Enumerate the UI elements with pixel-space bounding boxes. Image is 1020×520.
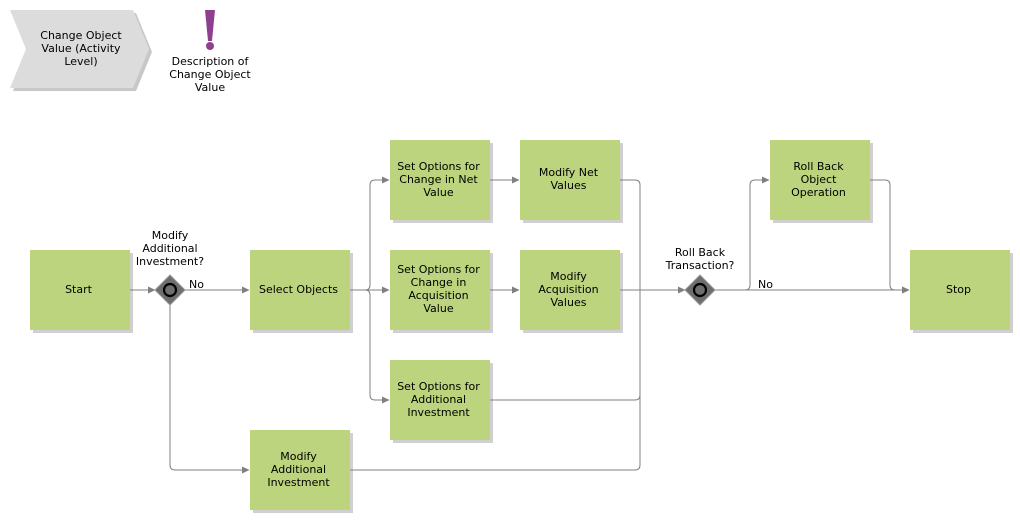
select-objects-task[interactable]: Select Objects [250,250,347,328]
options-acquisition-value-label: Set Options for Change in Acquisition Va… [397,263,480,315]
process-interface-label: Change Object Value (Activity Level) [40,29,122,68]
options-net-value-label: Set Options for Change in Net Value [397,159,480,199]
modify-acquisition-values-label: Modify Acquisition Values [538,269,599,309]
connectors [130,176,910,474]
options-additional-investment-task[interactable]: Set Options for Additional Investment [390,360,487,438]
modify-additional-investment-label: Modify Additional Investment [267,449,330,489]
gateway1-no-label: No [189,278,204,291]
options-additional-investment-label: Set Options for Additional Investment [397,379,480,419]
gateway-roll-back-transaction[interactable] [684,274,716,306]
stop-task[interactable]: Stop [910,250,1007,328]
start-task-label: Start [65,282,92,296]
options-acquisition-value-task[interactable]: Set Options for Change in Acquisition Va… [390,250,487,328]
gateway1-question-label: Modify Additional Investment? [135,229,205,268]
roll-back-object-operation-label: Roll Back Object Operation [791,159,846,199]
start-task[interactable]: Start [30,250,127,328]
options-net-value-task[interactable]: Set Options for Change in Net Value [390,140,487,218]
description-label: Description of Change Object Value [169,55,251,94]
stop-task-label: Stop [945,282,971,296]
gateway-modify-additional-investment[interactable] [154,274,186,306]
roll-back-object-operation-task[interactable]: Roll Back Object Operation [770,140,867,218]
task-shapes [30,140,1013,513]
select-objects-label: Select Objects [259,282,338,296]
description-exclamation-icon[interactable] [205,10,215,50]
modify-additional-investment-task[interactable]: Modify Additional Investment [250,430,347,508]
modify-net-values-label: Modify Net Values [538,166,599,192]
gateway2-question-label: Roll Back Transaction? [665,246,735,272]
modify-net-values-task[interactable]: Modify Net Values [520,140,617,218]
modify-acquisition-values-task[interactable]: Modify Acquisition Values [520,250,617,328]
gateway2-no-label: No [758,278,773,291]
